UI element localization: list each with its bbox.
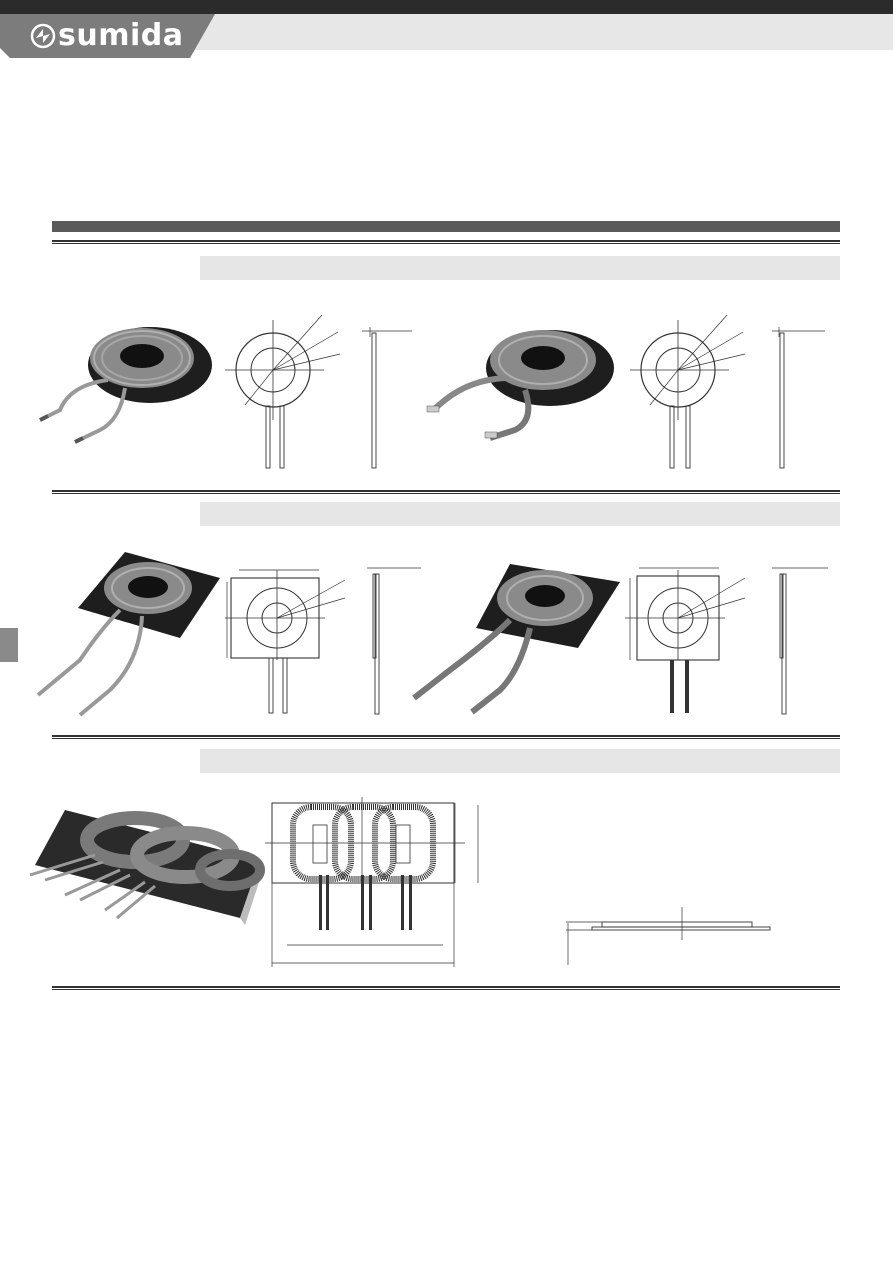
photo-multi-coil [29,810,265,925]
photo-square-coil-a [36,552,220,717]
drawing-top-b [630,314,746,469]
photo-square-coil-b [412,564,620,715]
drawing-square-top-b [625,567,746,713]
drawing-multi-top [265,797,479,967]
drawing-square-top-a [225,569,346,714]
drawing-side-b [772,327,825,469]
drawing-square-side-a [367,567,421,715]
header-band [0,14,893,58]
drawing-square-side-b [772,567,828,715]
row-band-1 [200,256,840,280]
row-band-3 [200,749,840,773]
page-side-tab [0,628,18,662]
rule-2 [52,490,840,494]
photo-round-coil-a [39,327,212,444]
drawing-side-a [362,327,412,469]
photo-round-coil-b [426,330,614,441]
sumida-logo-icon [30,23,56,49]
drawing-top-a [225,314,341,469]
section-bar [52,221,840,232]
rule-3 [52,735,840,739]
rule-4 [52,986,840,990]
drawing-multi-side [566,907,771,965]
brand-name: sumida [58,18,184,53]
top-bar [0,0,893,14]
rule-1 [52,240,840,244]
row-band-2 [200,502,840,526]
